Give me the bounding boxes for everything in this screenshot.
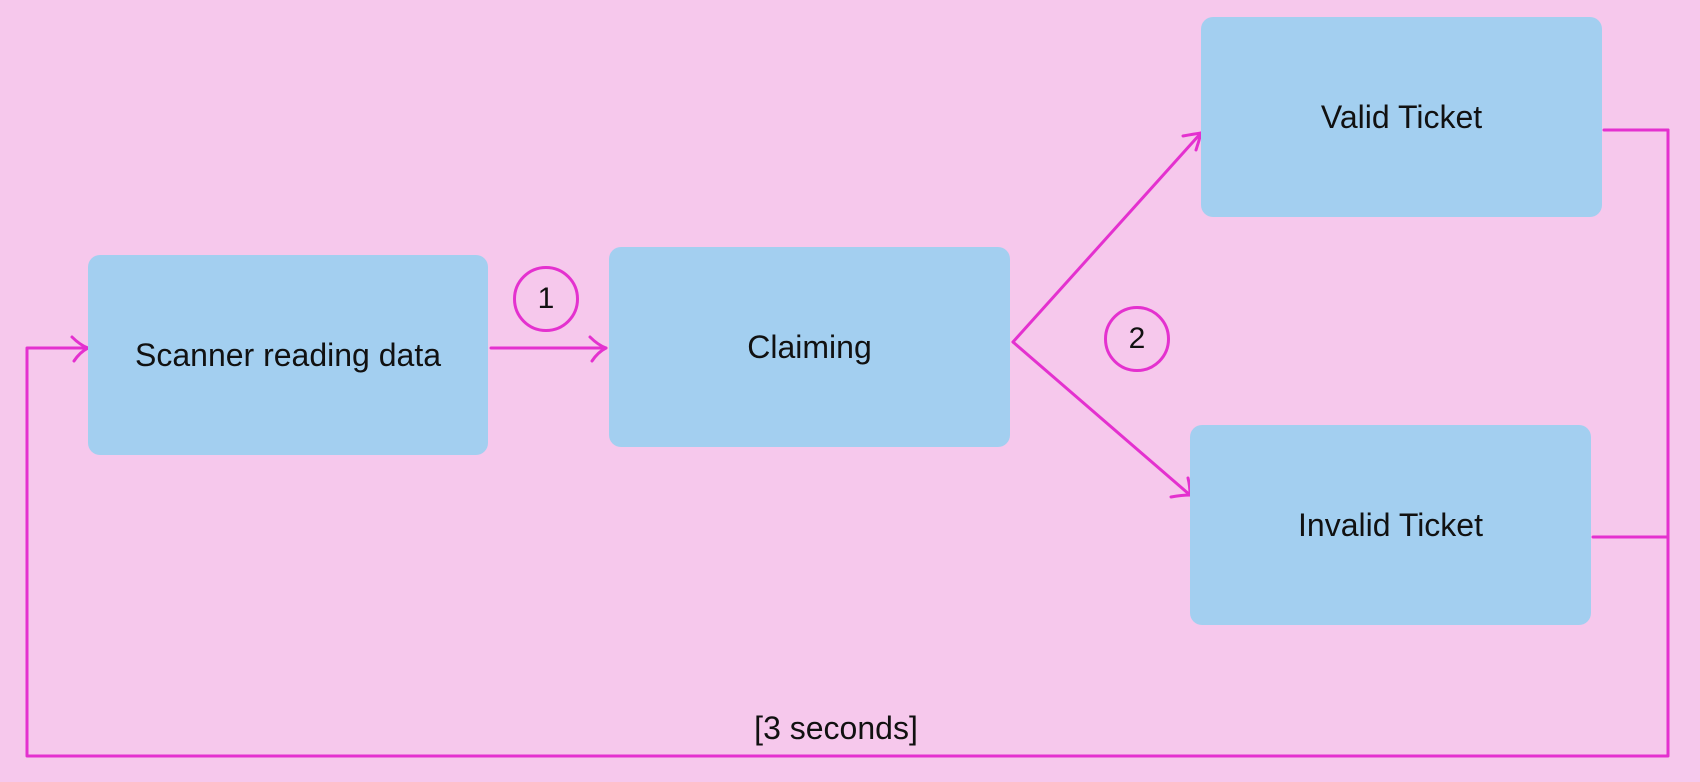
step-marker-1: 1 <box>513 266 579 332</box>
arrowhead-claiming <box>588 335 608 363</box>
arrow-claiming-to-invalid <box>1011 340 1192 497</box>
invalid-ticket-node: Invalid Ticket <box>1190 425 1591 625</box>
loop-delay-label: [3 seconds] <box>754 710 918 746</box>
step-marker-2-label: 2 <box>1128 322 1146 355</box>
invalid-ticket-label: Invalid Ticket <box>1298 507 1483 543</box>
step-marker-2: 2 <box>1104 306 1170 372</box>
scanner-reading-data-node: Scanner reading data <box>88 255 488 455</box>
claiming-node-label: Claiming <box>747 329 872 365</box>
step-marker-1-label: 1 <box>537 282 555 315</box>
valid-ticket-label: Valid Ticket <box>1320 99 1483 135</box>
valid-ticket-node: Valid Ticket <box>1201 17 1602 217</box>
loop-back-line <box>25 128 1670 758</box>
scanner-node-label: Scanner reading data <box>135 337 441 373</box>
arrow-claiming-to-valid <box>1011 131 1203 344</box>
claiming-node: Claiming <box>609 247 1010 447</box>
